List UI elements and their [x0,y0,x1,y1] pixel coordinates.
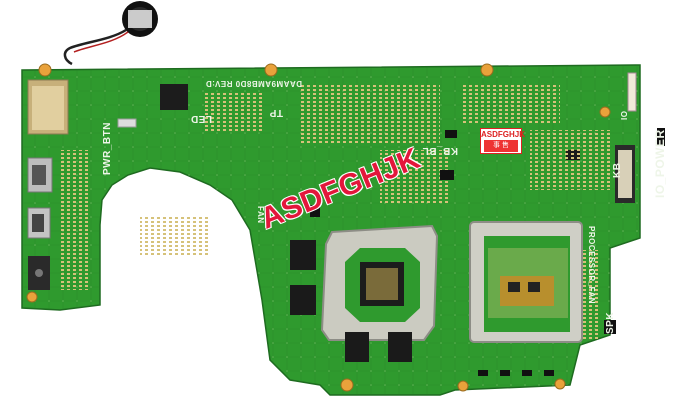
sticker-brand: ASDFGHJK [481,130,526,139]
mounting-holes [26,63,611,392]
audio-jack [28,256,50,290]
cmos-battery [63,1,158,66]
sd-card-slot [27,79,69,135]
usb-port [27,157,53,193]
kb-label: KB [612,162,623,178]
memory-chips [290,240,412,362]
tp-label: TP [269,107,283,118]
io-label: IO [620,110,629,120]
store-sticker: ASDFGHJK 事 售 [480,128,526,154]
spk-label: SPK [605,311,616,334]
pwr-btn-label: PWR_BTN [102,122,113,175]
board-id-label: DAAM9AMB8D0 REV:D [205,79,302,88]
small-connector [117,118,137,128]
gpu-heatsink-frame [320,224,439,341]
led-label: LED [190,113,213,124]
io-power-label: IO_POWER [653,129,667,198]
controller-chip [160,84,188,110]
cpu-heatsink-frame [469,221,583,343]
sticker-note: 事 售 [484,140,518,152]
hdmi-port [27,207,51,239]
kb-bl-label: KB_BL [422,145,458,156]
processor-fan-label: PROCESSOR_FAN [587,226,596,305]
